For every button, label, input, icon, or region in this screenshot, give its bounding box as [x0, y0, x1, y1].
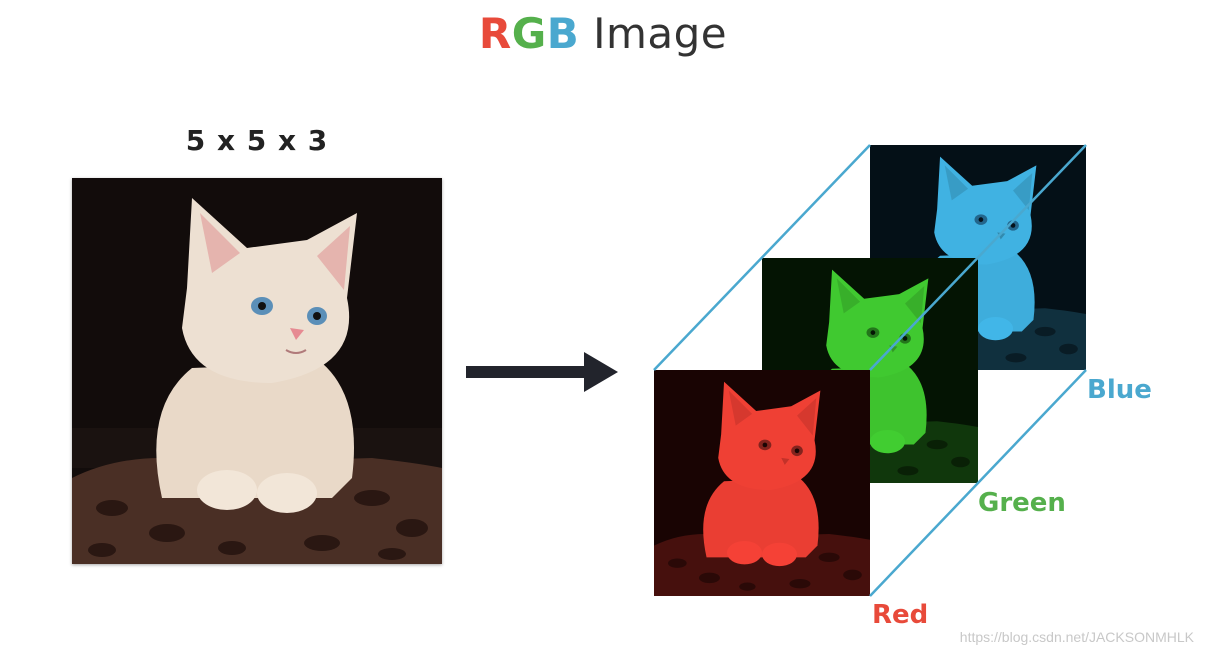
watermark: https://blog.csdn.net/JACKSONMHLK — [959, 629, 1194, 645]
green-channel-image — [762, 258, 978, 483]
title-letter-g: G — [511, 9, 547, 58]
dimension-label: 5 x 5 x 3 — [185, 124, 329, 157]
title-rest: Image — [579, 9, 728, 58]
cube-edges — [653, 144, 1087, 597]
red-channel-image — [654, 370, 870, 596]
red-channel-label: Red — [872, 600, 929, 630]
kitten-photo — [72, 178, 442, 564]
title-letter-b: B — [546, 9, 580, 58]
blue-channel-image — [870, 145, 1086, 370]
blue-channel-label: Blue — [1087, 375, 1152, 405]
arrow-right-icon — [466, 352, 618, 392]
green-channel-label: Green — [978, 488, 1066, 518]
page-title: RGB Image — [0, 8, 1206, 60]
title-letter-r: R — [478, 9, 512, 58]
